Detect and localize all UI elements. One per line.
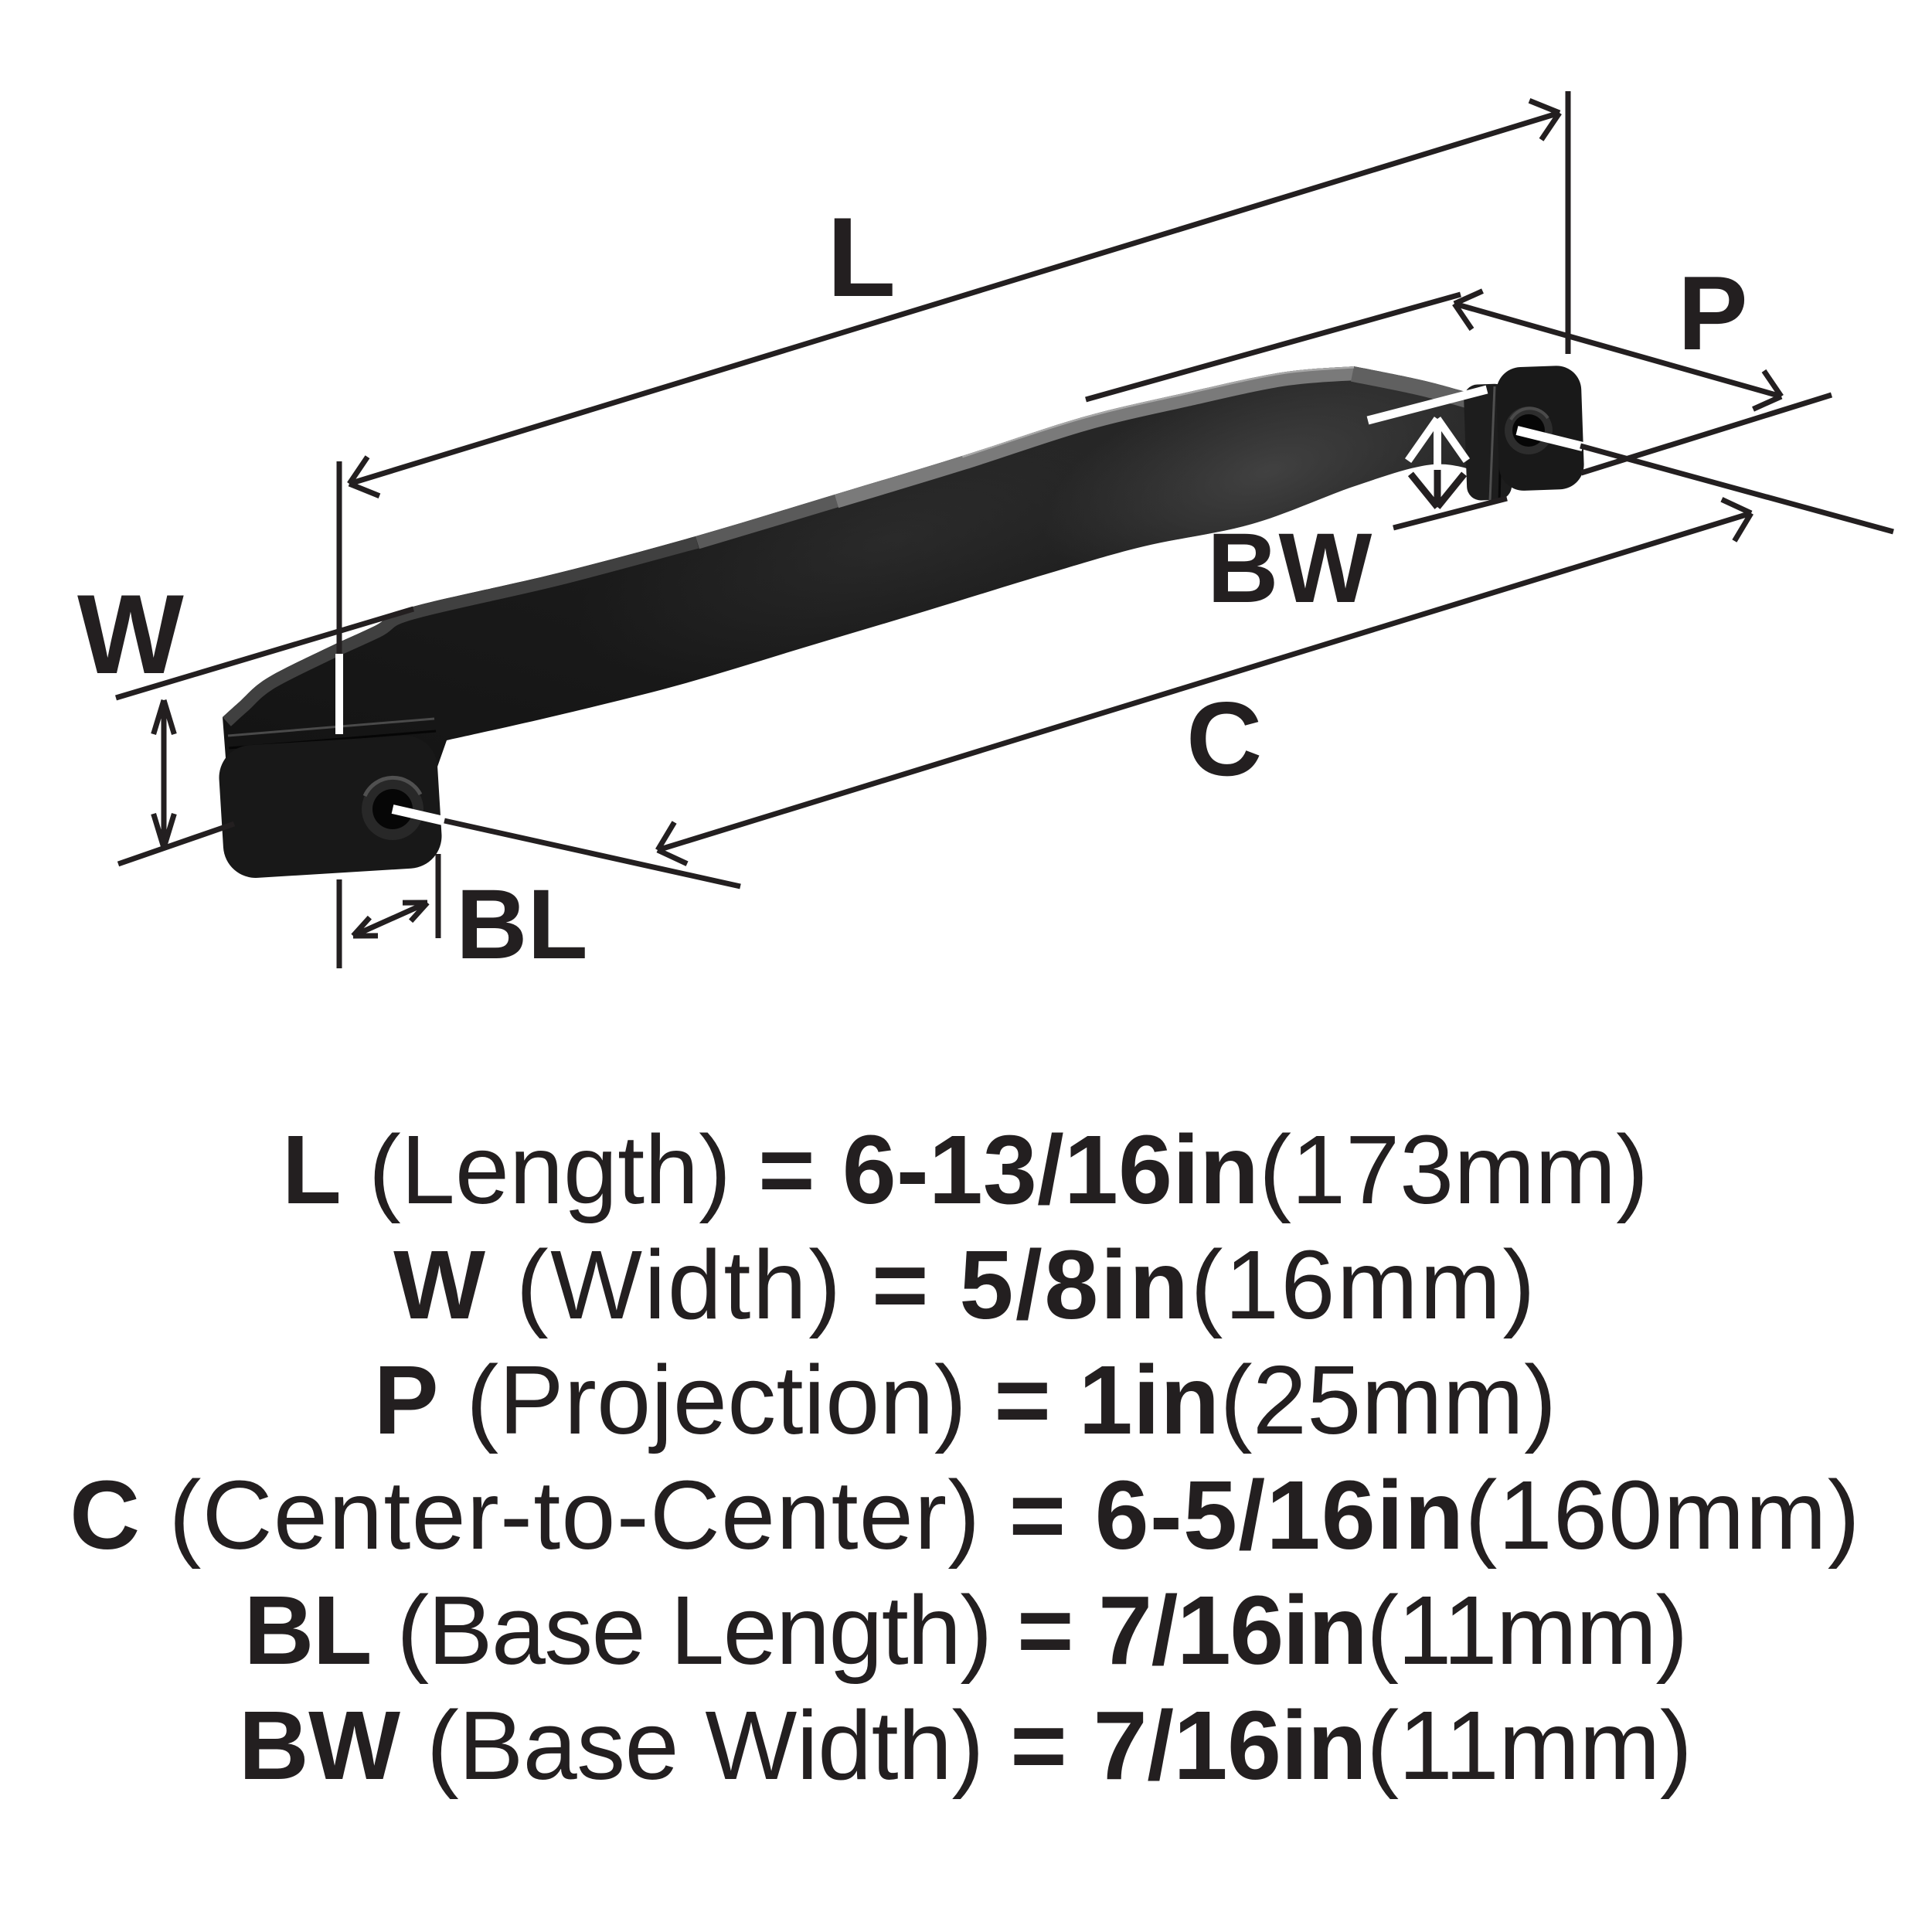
svg-text:P: P [1678, 254, 1748, 372]
svg-text:C (Center-to-Center) = 6-5/16i: C (Center-to-Center) = 6-5/16in(160mm) [70, 1461, 1861, 1570]
svg-text:W: W [77, 571, 184, 697]
svg-text:BL (Base Length) = 7/16in(11mm: BL (Base Length) = 7/16in(11mm) [243, 1576, 1686, 1685]
svg-text:W (Width) = 5/8in(16mm): W (Width) = 5/8in(16mm) [393, 1230, 1537, 1339]
svg-text:BW: BW [1207, 513, 1372, 624]
svg-text:P (Projection) = 1in(25mm): P (Projection) = 1in(25mm) [374, 1345, 1557, 1454]
svg-text:L (Length) = 6-13/16in(173mm): L (Length) = 6-13/16in(173mm) [282, 1115, 1648, 1224]
svg-text:BW (Base Width) = 7/16in(11mm): BW (Base Width) = 7/16in(11mm) [239, 1691, 1692, 1800]
svg-text:L: L [827, 194, 896, 320]
svg-text:C: C [1186, 680, 1262, 798]
svg-text:BL: BL [456, 869, 588, 980]
